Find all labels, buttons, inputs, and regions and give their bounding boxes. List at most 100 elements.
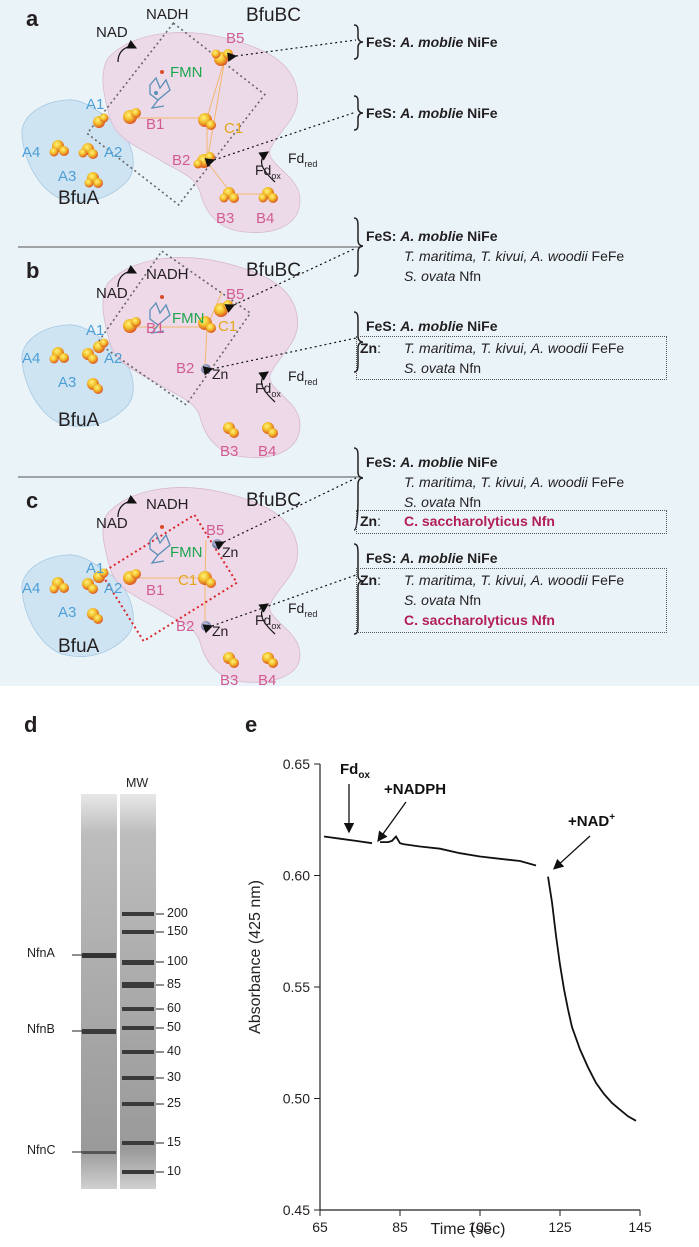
label-nadh-c: NADH bbox=[146, 496, 189, 513]
schematic-b bbox=[21, 247, 357, 458]
label-fdox-a: Fdox bbox=[255, 162, 281, 181]
label-c1-c: C1 bbox=[178, 572, 198, 589]
note-b2-zn: Zn: bbox=[360, 340, 381, 356]
marker-bands bbox=[122, 912, 154, 1174]
label-a4-c: A4 bbox=[22, 580, 41, 597]
label-a4-a: A4 bbox=[22, 144, 41, 161]
note-c2-csacch: C. saccharolyticus Nfn bbox=[404, 612, 555, 628]
gel-band-label-nfna: NfnA bbox=[27, 946, 55, 960]
annotation-nadph-arrow bbox=[377, 801, 407, 842]
note-b1-line3: S. ovata Nfn bbox=[404, 268, 482, 284]
sample-lane bbox=[81, 794, 117, 1189]
label-a2-b: A2 bbox=[104, 350, 123, 367]
note-c1-csacch: C. saccharolyticus Nfn bbox=[404, 513, 555, 529]
x-tick-label: 145 bbox=[628, 1219, 652, 1235]
schematic-drawing bbox=[18, 22, 364, 683]
label-a1-b: A1 bbox=[86, 322, 105, 339]
label-b5-c: B5 bbox=[206, 522, 225, 539]
label-fdred-b: Fdred bbox=[288, 368, 318, 387]
y-tick-label: 0.50 bbox=[283, 1091, 310, 1107]
x-tick-label: 65 bbox=[312, 1219, 328, 1235]
note-a2: FeS: A. moblie NiFe bbox=[366, 105, 498, 121]
label-a2-c: A2 bbox=[104, 580, 123, 597]
gel-mw-label: MW bbox=[126, 776, 149, 790]
mw-marker-30: 30 bbox=[167, 1070, 181, 1084]
note-c2-zn: Zn: bbox=[360, 572, 381, 588]
label-b3-b: B3 bbox=[220, 443, 239, 460]
mw-marker-60: 60 bbox=[167, 1001, 181, 1015]
label-nad-a: NAD bbox=[96, 24, 128, 41]
label-a3-a: A3 bbox=[58, 168, 77, 185]
note-b2-line1: FeS: A. moblie NiFe bbox=[366, 318, 498, 334]
label-b3-a: B3 bbox=[216, 210, 235, 227]
label-bfubc-b: BfuBC bbox=[246, 260, 301, 281]
label-c1-b: C1 bbox=[218, 318, 238, 335]
label-bfubc-c: BfuBC bbox=[246, 490, 301, 511]
label-b5-a: B5 bbox=[226, 30, 245, 47]
label-nad-b: NAD bbox=[96, 285, 128, 302]
label-b4-a: B4 bbox=[256, 210, 275, 227]
y-tick-label: 0.45 bbox=[283, 1202, 310, 1218]
mw-marker-85: 85 bbox=[167, 977, 181, 991]
note-b1-line2: T. maritima, T. kivui, A. woodii FeFe bbox=[404, 248, 625, 264]
label-b2-b: B2 bbox=[176, 360, 195, 377]
label-bfua-b: BfuA bbox=[58, 410, 100, 431]
trace-segment-1 bbox=[323, 835, 373, 845]
gel-band-label-nfnb: NfnB bbox=[27, 1022, 55, 1036]
label-b5-b: B5 bbox=[226, 286, 245, 303]
panel-letter-c: c bbox=[26, 488, 39, 513]
annotation-fdox: Fdox bbox=[340, 761, 370, 781]
braces bbox=[353, 24, 364, 635]
label-b2-c: B2 bbox=[176, 618, 195, 635]
trace-segment-2 bbox=[380, 834, 537, 867]
label-c1-a: C1 bbox=[224, 120, 244, 137]
mw-marker-100: 100 bbox=[167, 954, 188, 968]
marker-lane bbox=[120, 794, 156, 1189]
label-nad-c: NAD bbox=[96, 515, 128, 532]
x-tick-label: 85 bbox=[392, 1219, 408, 1235]
note-c2-line1: FeS: A. moblie NiFe bbox=[366, 550, 498, 566]
x-tick-label: 105 bbox=[468, 1219, 492, 1235]
label-nadh-a: NADH bbox=[146, 6, 189, 23]
mw-marker-25: 25 bbox=[167, 1096, 181, 1110]
annotation-nadplus-arrow bbox=[553, 835, 591, 870]
note-c1-zn: Zn: bbox=[360, 513, 381, 529]
label-b1-c: B1 bbox=[146, 582, 165, 599]
note-c1-line2: T. maritima, T. kivui, A. woodii FeFe bbox=[404, 474, 625, 490]
mw-marker-50: 50 bbox=[167, 1020, 181, 1034]
label-b1-a: B1 bbox=[146, 116, 165, 133]
label-a1-c: A1 bbox=[86, 560, 105, 577]
chart-annotations: Fdox +NADPH +NAD+ bbox=[340, 761, 615, 870]
label-fmn-c: FMN bbox=[170, 544, 203, 561]
label-fdred-a: Fdred bbox=[288, 150, 318, 169]
label-zn-b: Zn bbox=[212, 366, 229, 382]
label-a3-b: A3 bbox=[58, 374, 77, 391]
label-a1-a: A1 bbox=[86, 96, 105, 113]
gel-band-label-nfnc: NfnC bbox=[27, 1143, 56, 1157]
label-bfua-c: BfuA bbox=[58, 636, 100, 657]
note-c1-zn-box bbox=[356, 510, 667, 534]
band-nfnc bbox=[82, 1151, 116, 1154]
annotation-nadph: +NADPH bbox=[384, 781, 446, 798]
note-b2-line2: T. maritima, T. kivui, A. woodii FeFe bbox=[404, 340, 625, 356]
y-tick-label: 0.65 bbox=[283, 756, 310, 772]
label-a2-a: A2 bbox=[104, 144, 123, 161]
band-nfnb bbox=[82, 1029, 116, 1034]
label-b1-b: B1 bbox=[146, 320, 165, 337]
trace-segment-3 bbox=[547, 876, 637, 1122]
mw-marker-40: 40 bbox=[167, 1044, 181, 1058]
mw-marker-150: 150 bbox=[167, 924, 188, 938]
label-bfubc-a: BfuBC bbox=[246, 5, 301, 26]
y-tick-label: 0.60 bbox=[283, 868, 310, 884]
label-zn-c1: Zn bbox=[222, 544, 239, 560]
note-c2-line3: S. ovata Nfn bbox=[404, 592, 482, 608]
schematic-c bbox=[21, 477, 357, 683]
chart-xlabel: Time (sec) bbox=[430, 1221, 506, 1238]
chart-series bbox=[323, 834, 637, 1122]
chart-ylabel: Absorbance (425 nm) bbox=[247, 880, 264, 1034]
label-fdox-c: Fdox bbox=[255, 612, 281, 631]
annotation-nadplus: +NAD+ bbox=[568, 812, 615, 830]
label-fmn-a: FMN bbox=[170, 64, 203, 81]
